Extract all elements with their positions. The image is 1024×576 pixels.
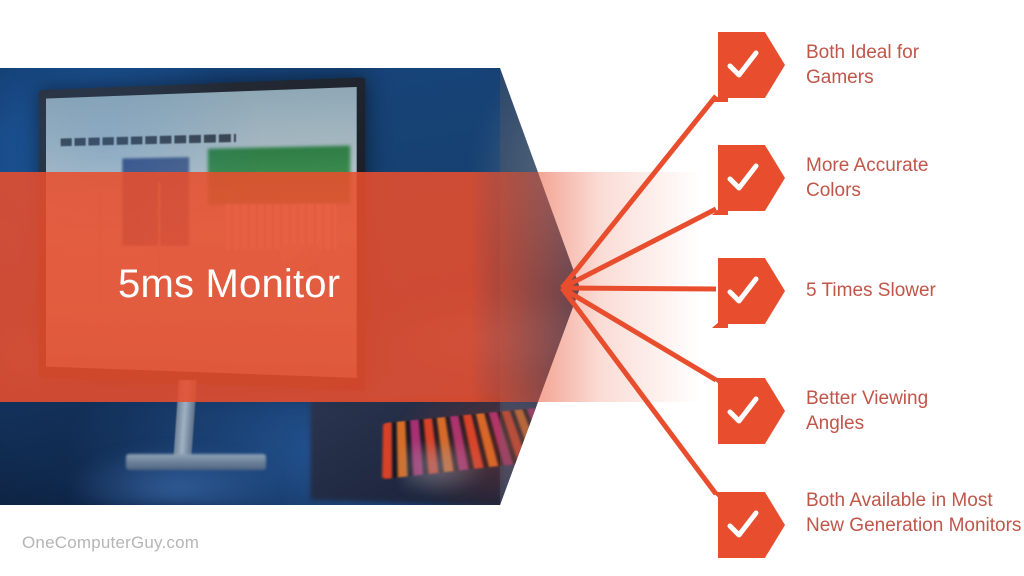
check-badge	[712, 32, 790, 104]
feature-label: More Accurate Colors	[806, 155, 929, 201]
check-icon	[727, 163, 759, 191]
check-icon	[727, 276, 759, 304]
connector-line-5	[559, 286, 719, 496]
check-icon	[727, 510, 759, 538]
feature-label: Both Ideal for Gamers	[806, 42, 920, 88]
connector-line-2	[560, 206, 718, 291]
photo-hand	[402, 445, 488, 497]
connector-line-1	[560, 94, 718, 290]
feature-label: 5 Times Slower	[806, 280, 936, 301]
page-title: 5ms Monitor	[118, 262, 341, 306]
feature-label: Both Available in Most New Generation Mo…	[806, 490, 1022, 536]
photo-monitor-base	[126, 454, 266, 470]
connector-line-3	[561, 285, 717, 292]
check-badge	[712, 258, 790, 330]
watermark: OneComputerGuy.com	[22, 533, 200, 552]
check-badge	[712, 378, 790, 450]
check-icon	[727, 50, 759, 78]
check-badge	[712, 492, 790, 564]
connector-line-4	[560, 285, 718, 383]
check-icon	[727, 396, 759, 424]
feature-label: Better Viewing Angles	[806, 388, 929, 434]
check-badge	[712, 145, 790, 217]
